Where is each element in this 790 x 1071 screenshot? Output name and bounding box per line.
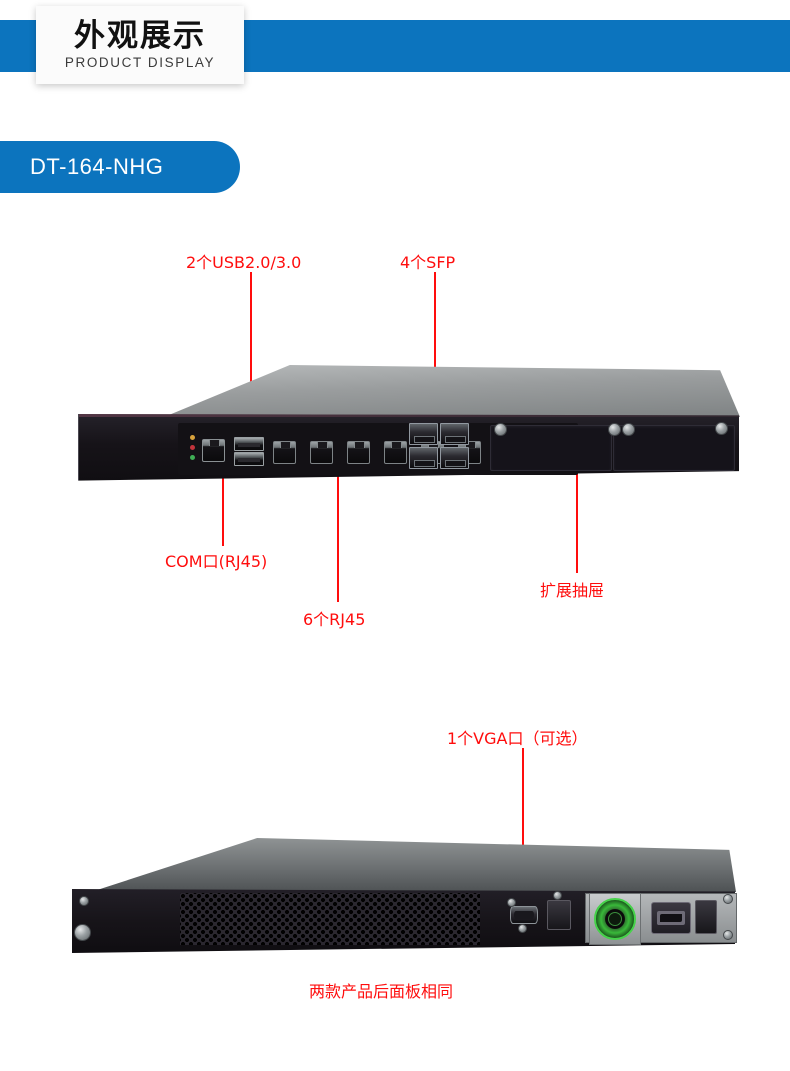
status-led-3 — [190, 455, 195, 460]
psu-screw-bottom — [723, 930, 733, 940]
model-badge-label: DT-164-NHG — [30, 154, 164, 179]
annotation-com: COM口(RJ45) — [165, 552, 268, 571]
sfp-port — [409, 447, 438, 469]
sfp-port — [440, 447, 469, 469]
leader-line-com — [222, 462, 224, 546]
status-led-1 — [190, 435, 195, 440]
usb-port-top — [234, 437, 264, 451]
power-rocker-switch — [695, 900, 717, 934]
vga-port — [510, 906, 538, 924]
leader-line-sfp — [434, 272, 436, 446]
sfp-port — [409, 423, 438, 445]
annotation-usb: 2个USB2.0/3.0 — [186, 253, 302, 272]
rear-panel-caption: 两款产品后面板相同 — [309, 982, 454, 1001]
psu-screw-top — [723, 894, 733, 904]
usb-port-bottom — [234, 452, 264, 466]
annotation-vga: 1个VGA口（可选） — [447, 729, 588, 748]
thumbscrew — [608, 423, 621, 436]
chassis-screw — [79, 896, 89, 906]
leader-line-rj45 — [337, 462, 339, 602]
leader-line-drawer — [576, 455, 578, 573]
power-inlet-c14 — [651, 902, 691, 934]
section-title-cn: 外观展示 — [74, 17, 206, 54]
leader-line-usb — [250, 272, 252, 452]
thumbscrew — [494, 423, 507, 436]
vga-screw-bottom — [518, 924, 527, 933]
rj45-port — [347, 441, 370, 464]
annotation-drawer: 扩展抽屉 — [540, 581, 605, 600]
chassis-thumbscrew — [74, 924, 91, 941]
rj45-port — [310, 441, 333, 464]
expansion-bay-left — [490, 425, 612, 471]
psu-fan — [589, 893, 641, 945]
chassis-top-lid-rear — [90, 838, 736, 892]
rj45-port — [384, 441, 407, 464]
status-led-2 — [190, 445, 195, 450]
rear-panel-device-image — [55, 838, 745, 968]
sfp-port — [440, 423, 469, 445]
chassis-top-lid-front — [164, 365, 740, 417]
com-rj45-port — [202, 439, 225, 462]
thumbscrew — [622, 423, 635, 436]
front-panel-device-image — [60, 365, 740, 490]
section-title-en: PRODUCT DISPLAY — [64, 55, 216, 71]
panel-screw — [553, 891, 562, 900]
annotation-rj45: 6个RJ45 — [303, 610, 366, 629]
rj45-port — [273, 441, 296, 464]
vga-screw-top — [507, 898, 516, 907]
annotation-sfp: 4个SFP — [400, 253, 456, 272]
section-title-card: 外观展示 PRODUCT DISPLAY — [36, 6, 244, 84]
ventilation-mesh — [180, 893, 480, 945]
fan-blade-ring — [594, 898, 636, 940]
thumbscrew — [715, 422, 728, 435]
leader-line-vga — [522, 748, 524, 908]
reset-rocker-switch — [547, 900, 571, 930]
model-badge: DT-164-NHG — [0, 141, 240, 193]
